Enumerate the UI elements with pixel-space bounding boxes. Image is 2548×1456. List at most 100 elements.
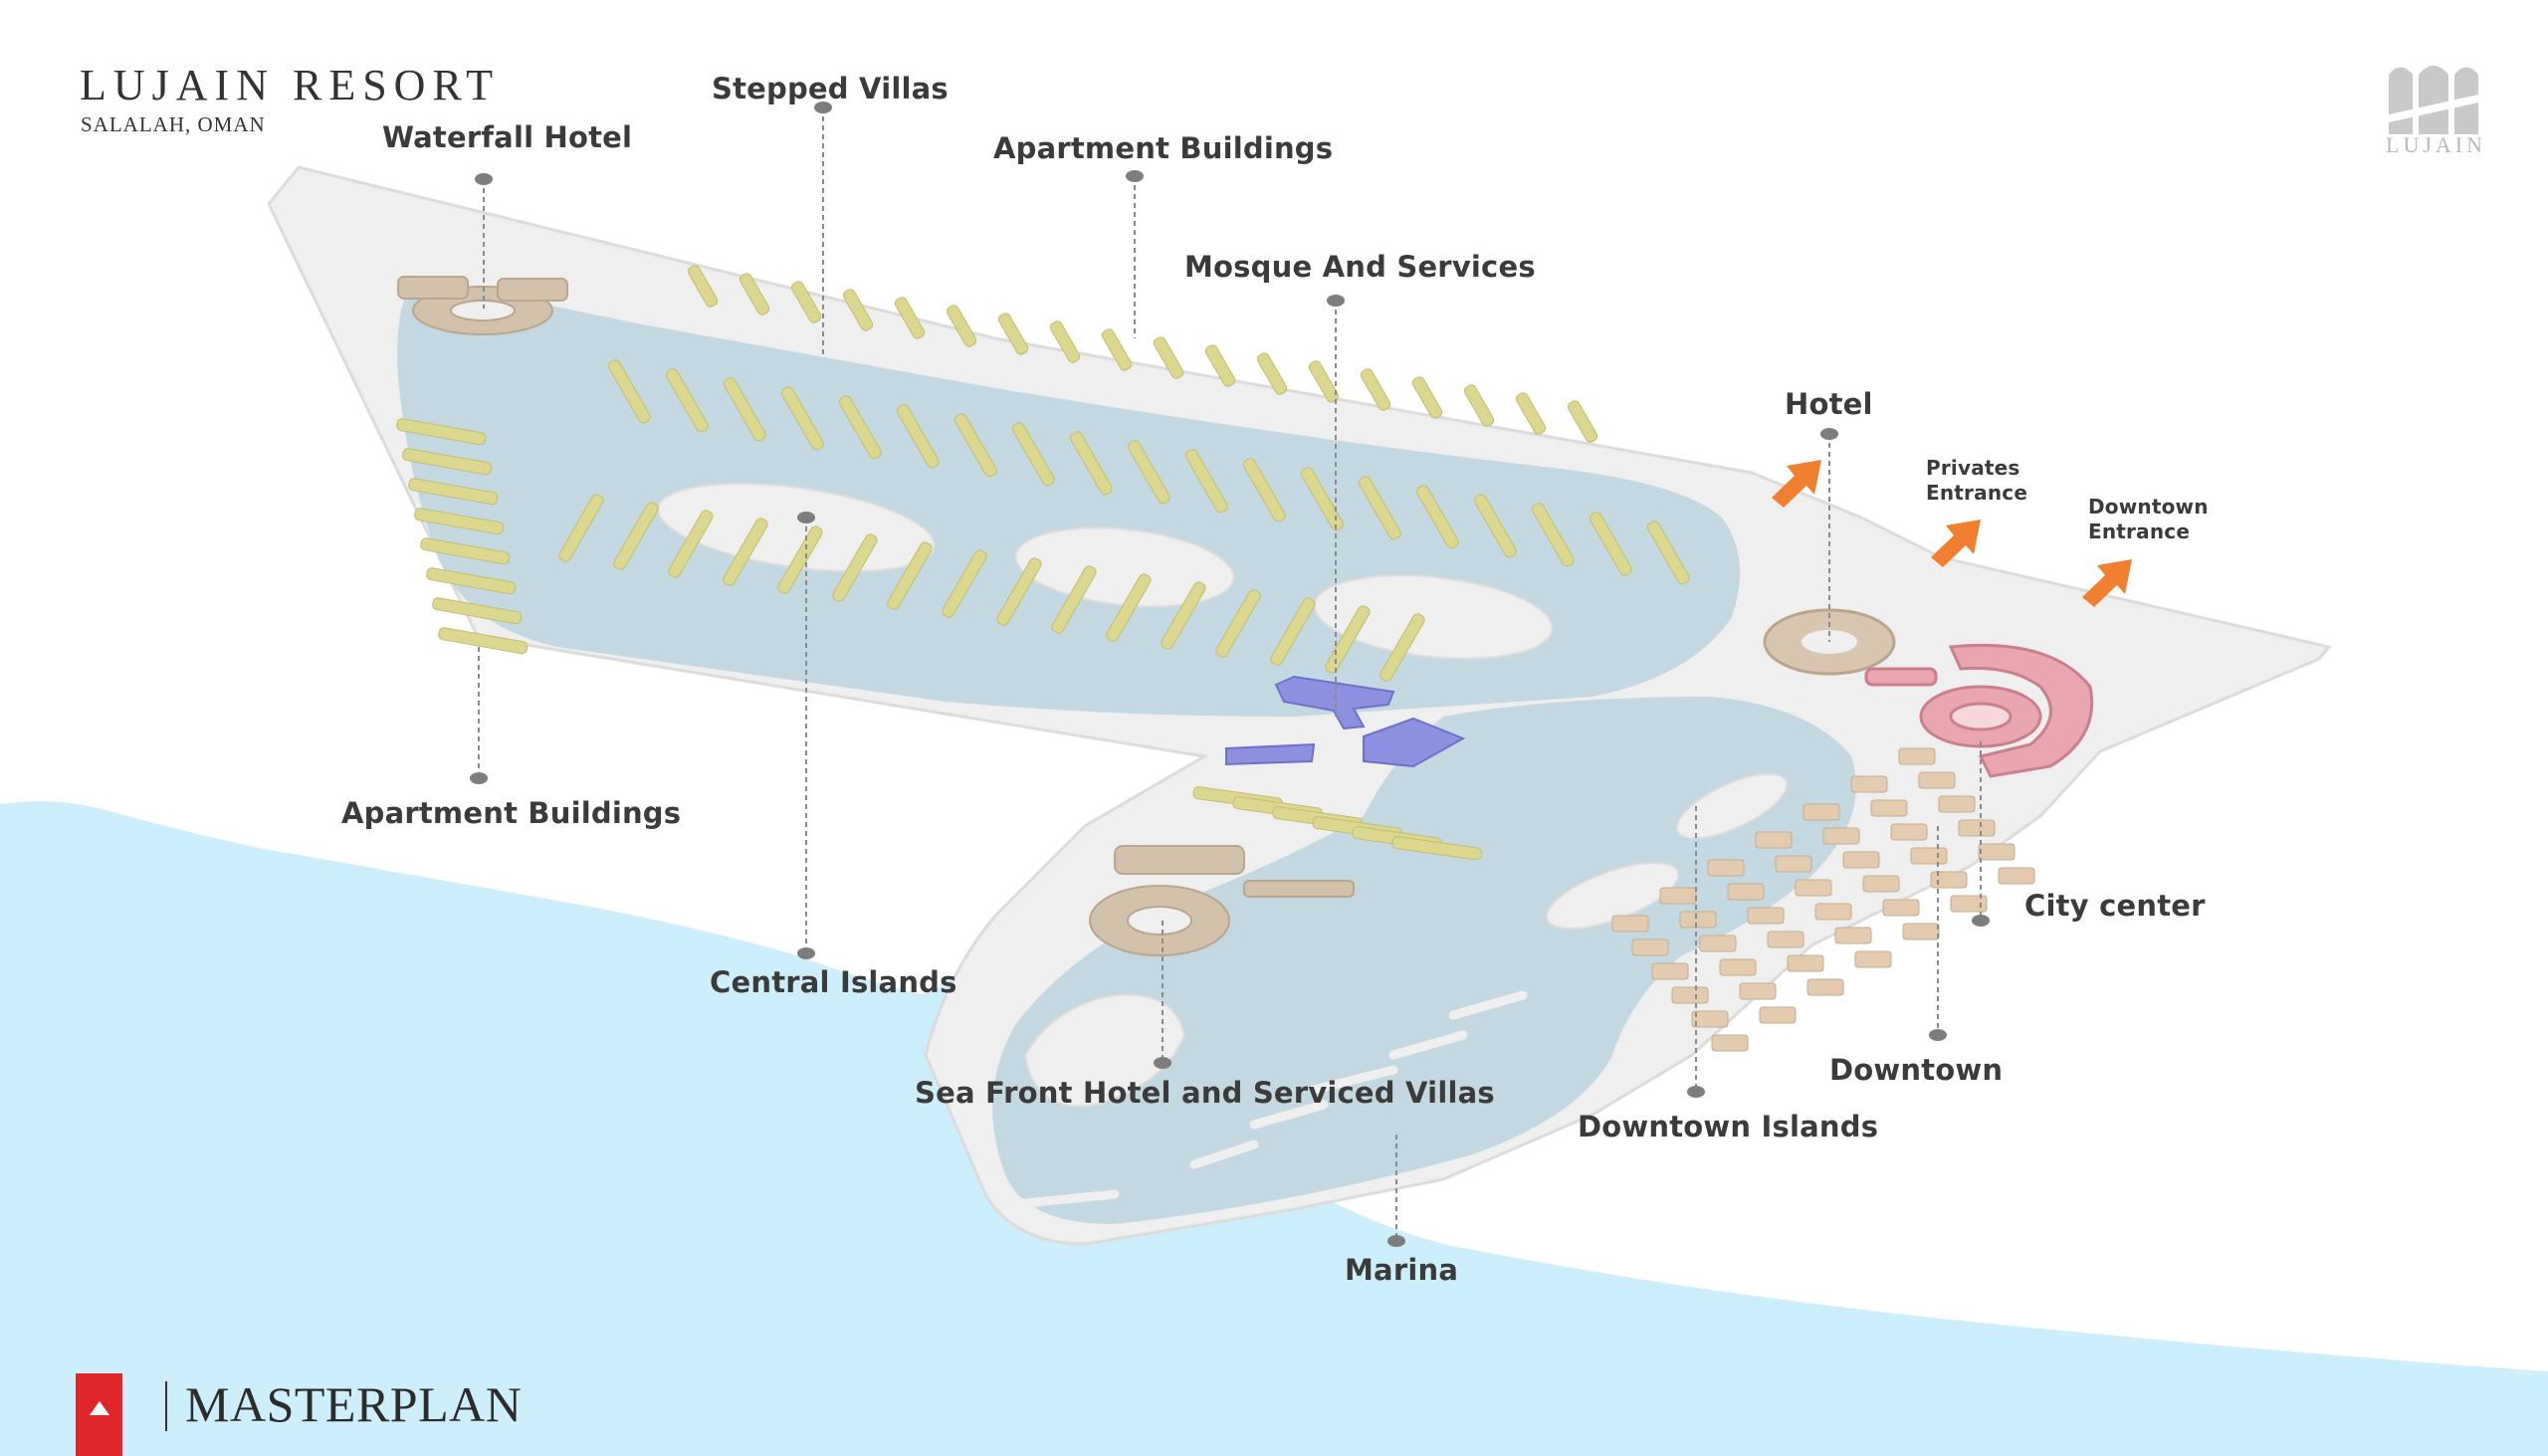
downtown-block [1707,859,1745,877]
villa-strip [1215,589,1261,658]
downtown-block [1998,867,2035,885]
downtown-block [1854,950,1892,968]
footer-divider [165,1381,167,1431]
footer-title: MASTERPLAN [185,1376,523,1432]
villa-strip [1589,512,1632,576]
downtown-block [1978,843,2016,861]
brand-title: LUJAIN RESORT [80,61,501,109]
villa-strip [1415,485,1459,549]
villa-strip [1101,328,1133,371]
downtown-block [1882,899,1920,917]
villa-strip [1473,494,1517,558]
label-sea-front-hotel: Sea Front Hotel and Serviced Villas [915,1076,1495,1110]
villa-strip [842,289,874,331]
villa-strip [420,537,511,565]
villa-strip [408,478,499,506]
villa-strip [954,413,997,478]
villa-strip [838,395,882,460]
entrance-arrow-icon [2082,559,2132,607]
waterfall-hotel-building [397,276,568,335]
entrance-arrow-icon [1931,520,1981,567]
downtown-block [1902,923,1940,940]
entrance-arrow-icon [1772,460,2132,607]
villa-clusters [396,265,1690,861]
villa-strip [723,518,768,586]
downtown-block [1814,903,1852,921]
downtown-block [1842,851,1880,869]
downtown-block [1767,931,1805,948]
downtown-block [1822,827,1860,845]
label-city-center: City center [2024,889,2206,923]
downtown-block [1890,823,1928,841]
downtown-block [1795,879,1832,897]
villa-strip [996,557,1042,626]
villa-strip [1270,597,1316,666]
downtown-block [1958,819,1996,837]
villa-strip [894,297,926,339]
label-waterfall-hotel: Waterfall Hotel [382,120,633,154]
brand-subtitle: SALALAH, OMAN [81,112,266,136]
villa-strip [942,549,987,618]
downtown-buildings [1611,747,2035,1052]
villa-strip [1358,476,1401,540]
downtown-block [1679,911,1717,929]
mosque-buildings [1225,675,1466,768]
villa-strip [1153,336,1184,379]
villa-strip [1325,605,1371,674]
lagoon-lower [992,697,1856,1224]
villa-strip [1360,368,1391,411]
downtown-block [1950,895,1988,913]
villa-strip [1106,573,1152,642]
label-stepped-villas: Stepped Villas [712,72,949,105]
villa-strip [1069,431,1113,496]
downtown-block [1803,803,1840,821]
villa-strip [1515,392,1547,435]
villa-strip [1256,352,1288,395]
villa-strip [558,494,604,562]
villa-strip [1184,449,1228,514]
villa-strip [1051,565,1097,634]
label-central-islands: Central Islands [710,965,957,999]
downtown-block [1918,771,1956,789]
villa-strip [687,265,719,308]
villa-strip [832,533,878,602]
downtown-block [1850,775,1888,793]
villa-strip [1204,344,1236,387]
lujain-logo-icon [2389,66,2478,134]
label-apartment-buildings-left: Apartment Buildings [341,796,682,830]
label-downtown-islands: Downtown Islands [1578,1110,1879,1144]
logo-wordmark: LUJAIN [2386,132,2486,157]
villa-strip [946,305,977,347]
sea [0,801,2548,1456]
villa-strip [739,273,770,315]
villa-strip [1531,503,1575,567]
villa-strip [1380,613,1425,682]
downtown-block [1862,875,1900,893]
triangle-icon [90,1401,109,1415]
villa-strip [1646,520,1690,585]
downtown-block [1755,831,1793,849]
downtown-block [1691,1010,1729,1028]
label-hotel: Hotel [1785,387,1873,421]
villa-strip [790,281,822,323]
footer-red-box [76,1373,122,1456]
downtown-block [1631,938,1669,956]
villa-strip [432,597,523,625]
label-mosque-services: Mosque And Services [1184,250,1536,284]
label-apartment-buildings-top: Apartment Buildings [993,131,1334,165]
villa-strip [887,541,933,610]
villa-strip [780,386,824,451]
villa-strip [396,418,487,446]
villa-strip [1127,440,1170,505]
villa-strip [1463,384,1495,427]
label-downtown: Downtown [1829,1053,2004,1087]
downtown-block [1659,887,1697,905]
downtown-block [1898,747,1936,765]
villa-strip [997,312,1029,355]
villa-strip [1011,422,1055,487]
label-marina: Marina [1345,1253,1459,1287]
villa-strip [414,508,505,535]
downtown-block [1711,1034,1749,1052]
villa-strip [1242,458,1286,522]
